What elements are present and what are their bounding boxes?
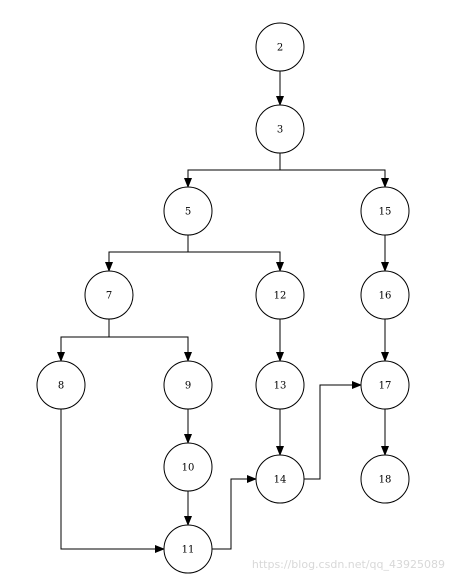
node-circle: [360, 454, 410, 504]
edge-5-to-12: [187, 235, 284, 272]
node-label: 14: [274, 475, 287, 486]
node-2: 2: [255, 22, 305, 72]
node-8: 8: [36, 360, 86, 410]
node-7: 7: [84, 270, 134, 320]
node-label: 15: [379, 207, 392, 218]
node-label: 3: [277, 125, 283, 136]
node-label: 10: [182, 463, 195, 474]
node-circle: [360, 360, 410, 410]
node-14: 14: [255, 454, 305, 504]
node-circle: [163, 524, 213, 574]
node-10: 10: [163, 442, 213, 492]
edge-7-to-8: [57, 319, 110, 362]
node-9: 9: [163, 360, 213, 410]
node-circle: [255, 454, 305, 504]
node-label: 9: [185, 381, 191, 392]
node-label: 8: [58, 381, 64, 392]
node-circle: [163, 186, 213, 236]
watermark-text: https://blog.csdn.net/qq_43925089: [252, 558, 445, 571]
node-circle: [360, 270, 410, 320]
node-18: 18: [360, 454, 410, 504]
edge-11-to-14: [212, 475, 257, 550]
node-circle: [255, 270, 305, 320]
node-circle: [360, 186, 410, 236]
node-3: 3: [255, 104, 305, 154]
node-label: 11: [182, 545, 195, 556]
node-label: 18: [379, 475, 392, 486]
edge-3-to-15: [279, 153, 389, 188]
edge-5-to-7: [105, 235, 189, 272]
node-label: 7: [106, 291, 112, 302]
node-label: 12: [274, 291, 287, 302]
node-label: 17: [379, 381, 392, 392]
node-label: 16: [379, 291, 392, 302]
node-label: 2: [277, 43, 283, 54]
node-circle: [255, 104, 305, 154]
node-circle: [163, 442, 213, 492]
node-circle: [255, 22, 305, 72]
node-12: 12: [255, 270, 305, 320]
node-13: 13: [255, 360, 305, 410]
edge-14-to-17: [304, 381, 362, 480]
node-5: 5: [163, 186, 213, 236]
nodes: 2 3 5 15 7 12 16 8 9 13 17 10 14 18 11: [36, 22, 410, 574]
node-circle: [36, 360, 86, 410]
node-circle: [163, 360, 213, 410]
edges: [57, 71, 389, 553]
node-circle: [84, 270, 134, 320]
node-circle: [255, 360, 305, 410]
edge-8-to-11: [60, 409, 165, 553]
node-11: 11: [163, 524, 213, 574]
node-label: 5: [185, 207, 191, 218]
node-17: 17: [360, 360, 410, 410]
node-label: 13: [274, 381, 287, 392]
edge-7-to-9: [108, 319, 192, 362]
node-16: 16: [360, 270, 410, 320]
node-15: 15: [360, 186, 410, 236]
edge-3-to-5: [184, 153, 281, 188]
